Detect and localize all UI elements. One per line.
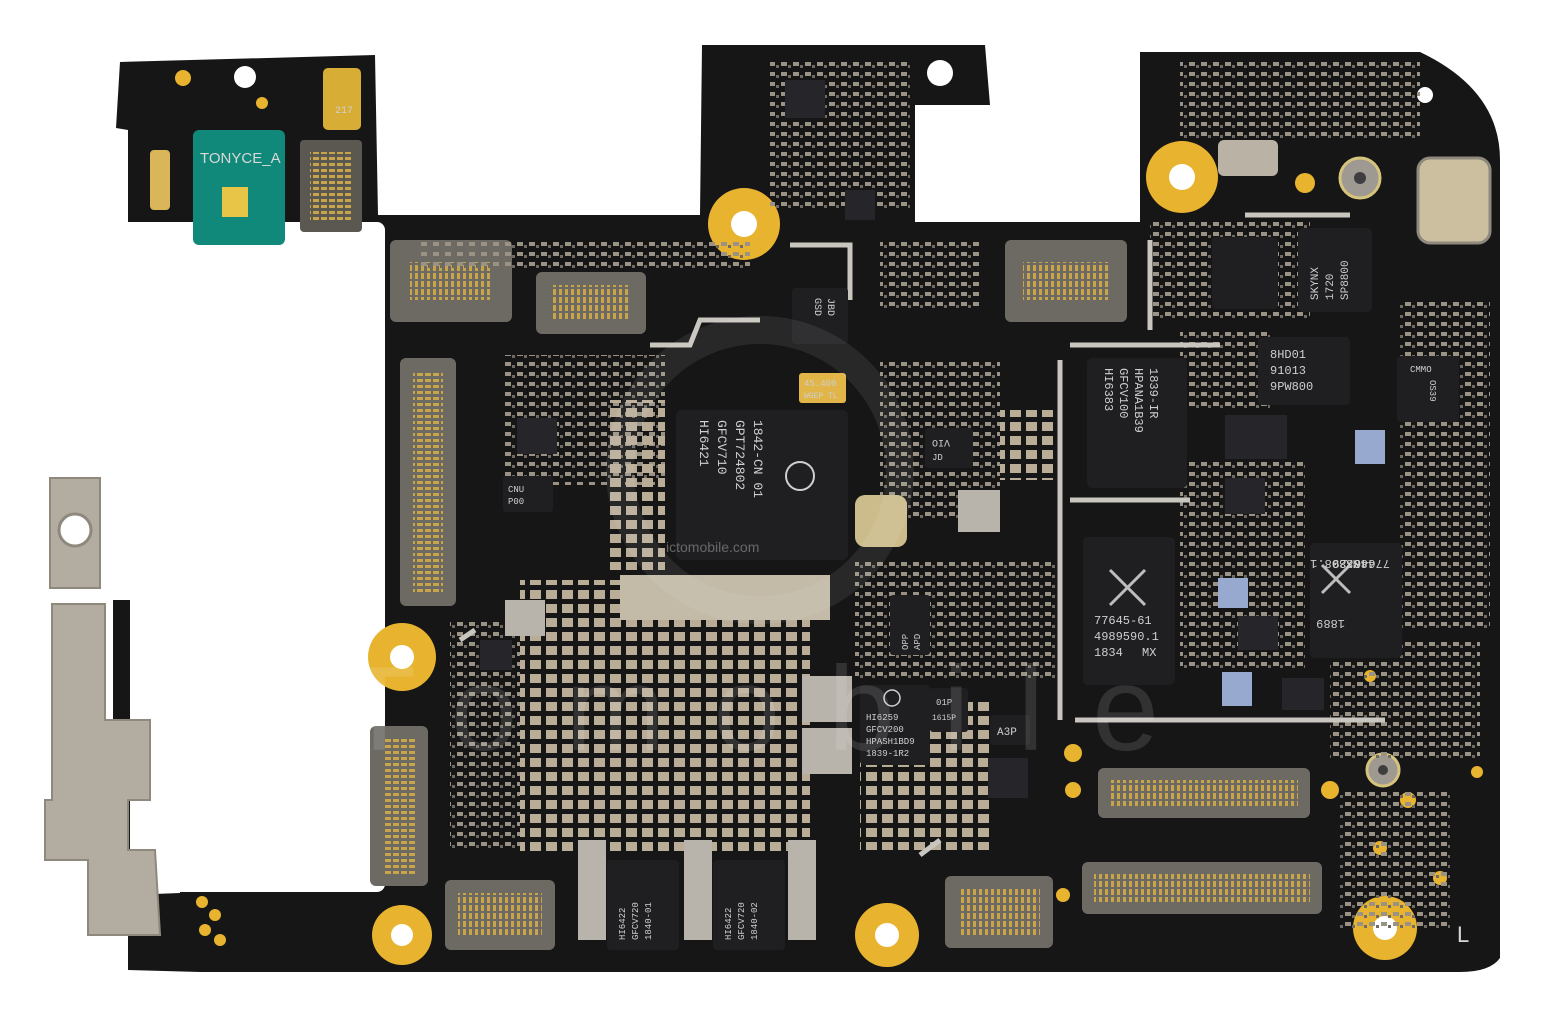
chip-8hd01: 8HD01 91013 9PW800 [1258,337,1350,405]
svg-text:1615P: 1615P [932,714,956,723]
svg-text:A3P: A3P [997,727,1017,739]
chip-cmmo: CMMO OS39 [1397,356,1459,422]
svg-text:45.400: 45.400 [804,379,836,389]
svg-text:CNU: CNU [508,485,524,495]
chip-pa-right: 77646-29 4888808.1 MX 1889 [1310,543,1402,658]
svg-text:GPT724802: GPT724802 [732,420,747,490]
svg-text:CMMO: CMMO [1410,365,1432,375]
inductors [505,430,1385,940]
svg-text:JBD: JBD [824,298,835,316]
small-ics [480,80,1324,798]
chip-a3p: A3P [990,715,1030,745]
svg-text:77646-29: 77646-29 [1332,556,1390,570]
flex-label: TONYCE_A [200,150,281,167]
svg-text:HI6422: HI6422 [618,908,628,940]
svg-text:1839-IR: 1839-IR [1146,368,1160,418]
svg-text:SP8800: SP8800 [1340,260,1352,300]
svg-text:9PW800: 9PW800 [1270,380,1313,394]
svg-text:P00: P00 [508,497,524,507]
corner-mark: L [1457,922,1469,947]
svg-text:GFCV720: GFCV720 [737,902,747,940]
pmic-line-4: 1842-CN 01 [750,420,765,498]
metal-bracket-left [44,477,162,936]
chip-hi6259: HI6259 GFCV200 HPASH1BD9 1839-1R2 [860,685,930,765]
svg-text:HI6259: HI6259 [866,713,898,723]
svg-text:GFCV710: GFCV710 [714,420,729,475]
chip-pa-left: 77645-61 4989590.1 1834 MX [1083,537,1175,685]
chip-01p: 01P 1615P [930,688,968,732]
svg-text:1889: 1889 [1316,616,1345,630]
chip-gsd: GSD JBD [792,288,848,344]
board-cutout [113,222,385,892]
crystal-top-left [323,68,361,130]
svg-text:APD: APD [913,634,923,650]
svg-text:1720: 1720 [1325,274,1337,300]
component-fields [420,60,1490,930]
svg-text:77645-61: 77645-61 [1094,614,1152,628]
svg-text:HI6383: HI6383 [1101,368,1115,411]
watermark-url: ictomobile.com [666,539,759,555]
pmic-line-3: GPT724802 [732,420,747,490]
watermark-logo [606,316,914,624]
crystal-marking: 217 [335,106,353,117]
chip-opp: OPP APD [890,595,930,655]
svg-text:SKYNX: SKYNX [1310,267,1322,300]
svg-text:1839-1R2: 1839-1R2 [866,749,909,759]
watermark-large: icTomobile [160,642,1207,776]
svg-text:HI6421: HI6421 [696,420,711,467]
shield-frames [458,212,1385,857]
svg-text:1840-01: 1840-01 [644,902,654,940]
svg-text:01P: 01P [936,698,952,708]
crystal-45400: 45.400 WGEP TL [799,373,846,403]
svg-text:1834: 1834 [1094,646,1123,660]
main-pmic: HI6421 GFCV710 GPT724802 1842-CN 01 [676,410,848,560]
svg-text:OPP: OPP [901,634,911,650]
chip-jd: VIO JD [925,428,973,468]
metal-can-top-right [1416,156,1492,245]
svg-text:8HD01: 8HD01 [1270,348,1306,362]
svg-text:GFCV100: GFCV100 [1116,368,1130,418]
svg-text:GFCV200: GFCV200 [866,725,904,735]
svg-text:HPANA1B39: HPANA1B39 [1131,368,1145,433]
svg-text:GSD: GSD [811,298,822,316]
svg-text:GFCV720: GFCV720 [631,902,641,940]
svg-text:MX: MX [1142,646,1156,660]
svg-text:VIO: VIO [932,436,950,447]
svg-text:4989590.1: 4989590.1 [1094,630,1159,644]
chip-small-tr [1212,237,1278,309]
pmic-line-2: GFCV710 [714,420,729,475]
svg-text:HPASH1BD9: HPASH1BD9 [866,737,915,747]
svg-text:1840-02: 1840-02 [750,902,760,940]
chip-hi6422-mid: HI6422 GFCV720 1840-02 [713,860,785,950]
svg-text:91013: 91013 [1270,364,1306,378]
bracket-screw-hole [57,512,93,548]
svg-text:MX: MX [1346,556,1360,570]
svg-text:HI6422: HI6422 [724,908,734,940]
svg-text:OS39: OS39 [1427,380,1437,402]
chip-skynx: SKYNX 1720 SP8800 [1298,228,1372,312]
chip-hi6422-left: HI6422 GFCV720 1840-01 [607,860,679,950]
svg-text:WGEP TL: WGEP TL [804,392,838,401]
svg-text:4888808.1: 4888808.1 [1310,556,1375,570]
svg-text:1842-CN 01: 1842-CN 01 [750,420,765,498]
chip-cnu: CNU P00 [503,476,553,512]
pmic-line-1: HI6421 [696,420,711,467]
svg-text:JD: JD [932,453,943,463]
chip-hi6383: HI6383 GFCV100 HPANA1B39 1839-IR [1087,358,1187,488]
